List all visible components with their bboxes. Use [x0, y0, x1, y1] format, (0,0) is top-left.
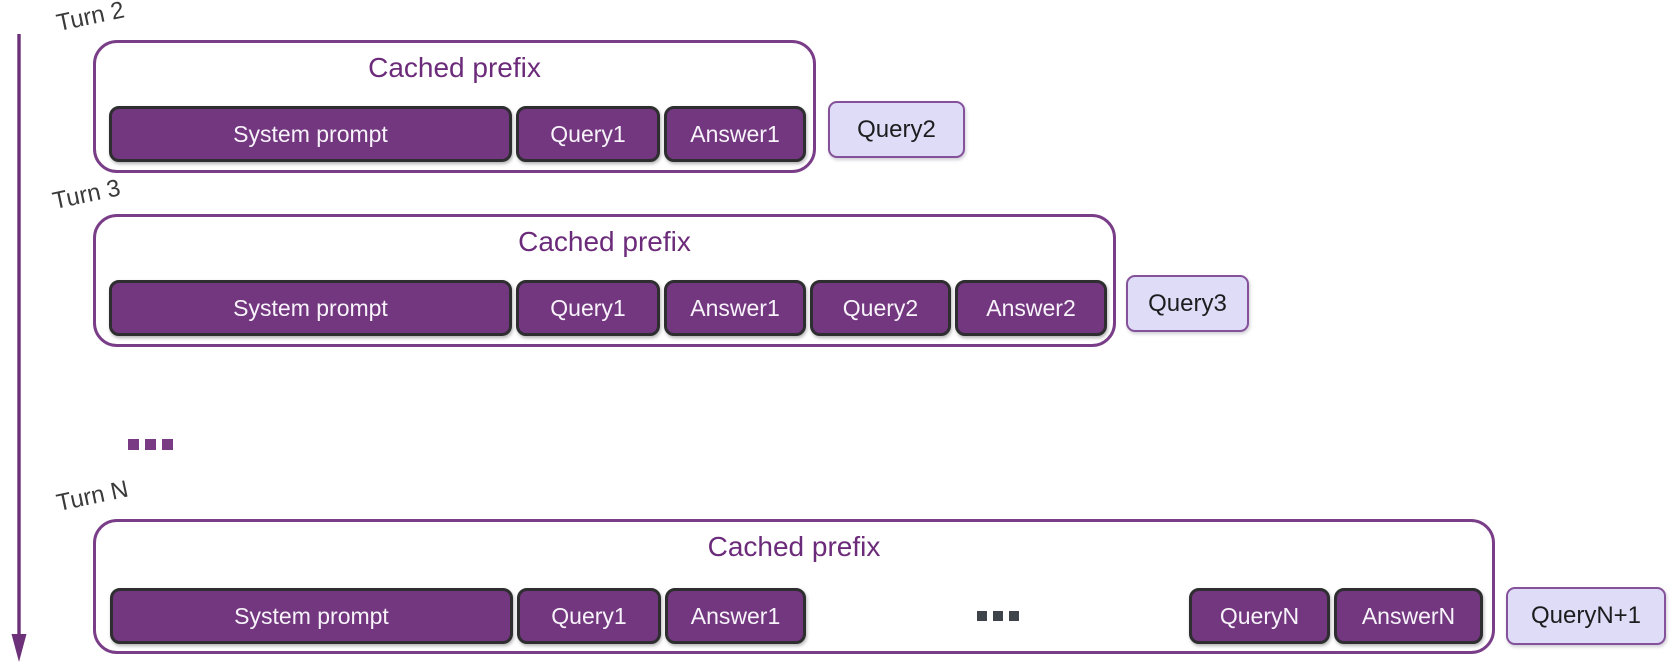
- cached-prefix-box-turn-n: Cached prefix System prompt Query1 Answe…: [93, 519, 1495, 654]
- cached-prefix-box-turn2: Cached prefix System prompt Query1 Answe…: [93, 40, 816, 173]
- cached-prefix-box-turn3: Cached prefix System prompt Query1 Answe…: [93, 214, 1116, 347]
- new-query-box-query-n1: QueryN+1: [1506, 587, 1666, 645]
- block-answer1: Answer1: [665, 588, 806, 644]
- block-query-n: QueryN: [1189, 588, 1330, 644]
- block-system-prompt: System prompt: [109, 280, 512, 336]
- turn-label-3: Turn 3: [50, 174, 123, 216]
- ellipsis-between-turns-icon: [128, 439, 173, 450]
- block-query1: Query1: [517, 588, 661, 644]
- block-answer1: Answer1: [664, 280, 806, 336]
- cached-blocks-row: System prompt Query1 Answer1 QueryN Answ…: [110, 588, 1483, 644]
- block-query1: Query1: [516, 106, 660, 162]
- cached-prefix-title: Cached prefix: [368, 52, 541, 83]
- block-answer1: Answer1: [664, 106, 806, 162]
- down-arrow-icon: [11, 34, 27, 662]
- block-query2: Query2: [810, 280, 951, 336]
- turn-label-n: Turn N: [54, 475, 131, 518]
- cached-blocks-row: System prompt Query1 Answer1: [109, 106, 806, 162]
- cached-prefix-title: Cached prefix: [707, 531, 881, 562]
- turn-label-2: Turn 2: [54, 0, 127, 38]
- block-system-prompt: System prompt: [110, 588, 513, 644]
- block-answer-n: AnswerN: [1334, 588, 1483, 644]
- block-answer2: Answer2: [955, 280, 1107, 336]
- block-system-prompt: System prompt: [109, 106, 512, 162]
- new-query-box-query2: Query2: [828, 101, 965, 158]
- cached-prefix-title: Cached prefix: [518, 226, 691, 257]
- cached-blocks-row: System prompt Query1 Answer1 Query2 Answ…: [109, 280, 1107, 336]
- block-query1: Query1: [516, 280, 660, 336]
- new-query-box-query3: Query3: [1126, 275, 1249, 332]
- ellipsis-inner-turns-icon: [976, 611, 1019, 621]
